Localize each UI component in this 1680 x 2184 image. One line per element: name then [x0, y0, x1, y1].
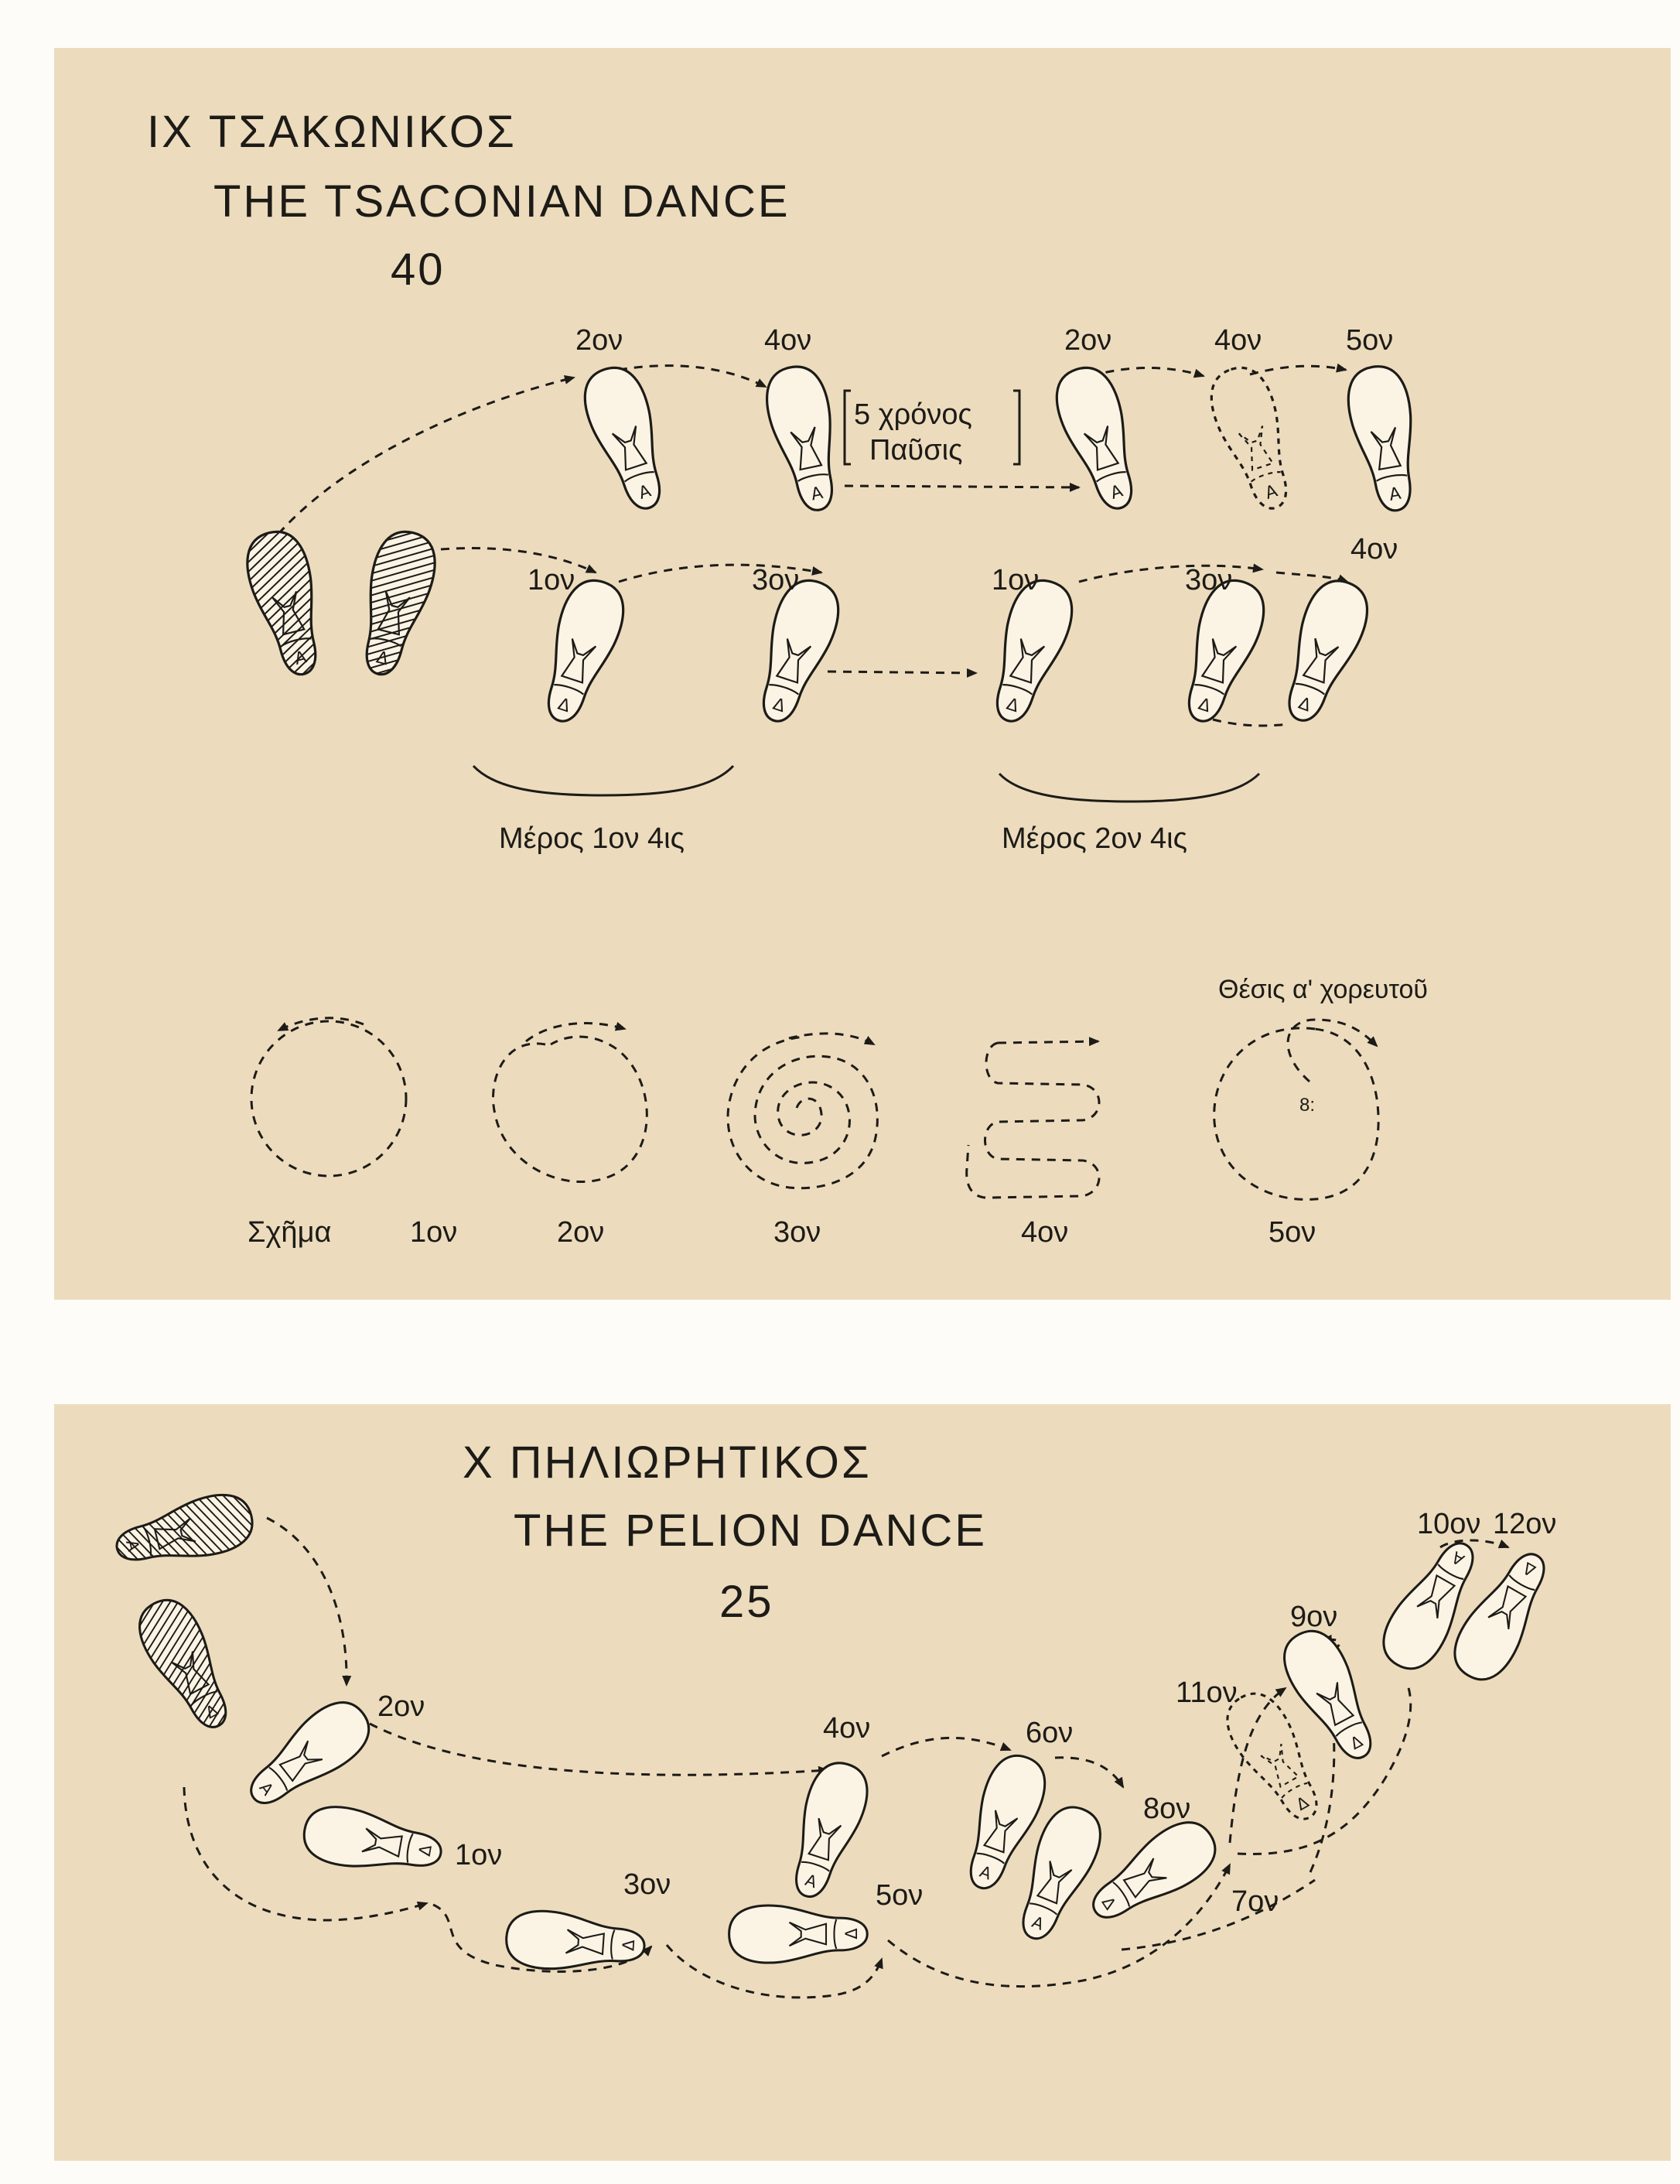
step-2-foot-b: A [1055, 366, 1133, 510]
figure-1-circle [250, 1017, 408, 1177]
pel-label-8: 8ον [1143, 1793, 1190, 1825]
step-10-foot: A [1382, 1542, 1474, 1670]
part-1-label: Μέρος 1ον 4ις [499, 822, 685, 855]
tsa-label-step-3-a: 3ον [752, 564, 799, 596]
pel-label-12: 12ον [1493, 1508, 1556, 1540]
step-2-foot: A [250, 1701, 370, 1804]
pel-label-1: 1ον [455, 1839, 502, 1871]
step-6-foot: A [969, 1755, 1047, 1890]
pel-label-5: 5ον [876, 1879, 923, 1912]
pel-label-11: 11ον [1176, 1676, 1238, 1709]
step-12-foot: Δ [1453, 1553, 1545, 1681]
figure-2-open-circle [492, 1021, 648, 1184]
step-1-foot-a: Δ [547, 579, 625, 723]
step-3-foot-b-letter: Δ [1196, 695, 1213, 716]
figure-label-1: 1ον [410, 1216, 457, 1249]
start-right-foot-letter: A [122, 1538, 143, 1553]
step-5-foot: A [1347, 365, 1412, 512]
step-5-foot: Δ [728, 1904, 869, 1964]
start-left-foot-letter: Δ [374, 648, 391, 669]
tsa-label-step-2-a: 2ον [575, 324, 623, 357]
tsa-label-step-5: 5ον [1346, 324, 1393, 357]
figure-3-spiral [726, 1032, 879, 1190]
pel-label-10: 10ον [1417, 1508, 1480, 1540]
figure-word: Σχῆμα [248, 1216, 331, 1249]
step-2-foot-a: A [583, 366, 661, 510]
step-7-foot: A [1022, 1806, 1101, 1940]
step-3-foot: Δ [505, 1909, 646, 1970]
pel-label-3: 3ον [623, 1868, 671, 1901]
figure-4-serpentine [965, 1037, 1101, 1199]
tsa-label-step-1-b: 1ον [992, 564, 1039, 596]
tsaconian-footprints: A Δ A A A A A Δ Δ Δ Δ Δ [246, 365, 1412, 723]
step-3-foot-b: Δ [1187, 579, 1265, 723]
step-1-foot-a-letter: Δ [555, 695, 572, 716]
step-4-foot-b: A [1210, 366, 1288, 510]
pel-label-4: 4ον [823, 1712, 870, 1745]
tsaconian-title-greek: IX ΤΣΑΚΩΝΙΚΟΣ [147, 107, 517, 157]
start-left-foot: Δ [138, 1598, 227, 1728]
pel-label-6: 6ον [1026, 1717, 1073, 1749]
start-right-foot-letter: A [292, 648, 309, 669]
step-2-foot-a-letter: A [637, 481, 654, 503]
part-1-brace [472, 764, 735, 797]
tsaconian-step-paths [277, 363, 1349, 727]
step-5-foot-letter: Δ [842, 1928, 861, 1940]
step-5-foot-letter: A [1388, 484, 1402, 505]
tsa-label-step-1-a: 1ον [528, 564, 575, 596]
start-left-foot: Δ [365, 530, 436, 676]
pelion-title-greek: X ΠΗΛΙΩΡΗΤΙΚΟΣ [463, 1437, 872, 1488]
tsaconian-number: 40 [391, 244, 446, 295]
figure-label-5: 5ον [1269, 1216, 1316, 1249]
pel-label-2: 2ον [377, 1690, 425, 1723]
pause-duration: 5 χρόνος [854, 398, 972, 431]
figure-label-4: 4ον [1021, 1216, 1068, 1249]
tsa-label-step-2-b: 2ον [1064, 324, 1111, 357]
part-2-brace [998, 772, 1261, 803]
tsaconian-panel [54, 48, 1671, 1300]
pause-bracket: 5 χρόνος Παῦσις [843, 389, 1021, 467]
part-2-label: Μέρος 2ον 4ις [1002, 822, 1187, 855]
pelion-number: 25 [719, 1577, 774, 1627]
step-3-foot-letter: Δ [619, 1939, 638, 1952]
step-9-foot: Δ [1283, 1629, 1372, 1759]
step-1-foot: Δ [302, 1806, 442, 1868]
step-4-foot-b-letter: A [1263, 481, 1280, 503]
tsa-label-step-4-c: 4ον [1350, 533, 1398, 566]
step-1-foot-letter: Δ [415, 1843, 435, 1858]
figure-label-3: 3ον [773, 1216, 821, 1249]
pelion-step-paths [183, 1516, 1510, 1999]
figure-label-2: 2ον [557, 1216, 604, 1249]
step-3-foot-a-letter: Δ [770, 695, 787, 716]
figure-5-circle: 8: [1213, 1018, 1380, 1201]
start-right-foot: A [115, 1493, 254, 1561]
step-1-foot-b-letter: Δ [1004, 695, 1021, 716]
step-2-foot-b-letter: A [1108, 481, 1125, 503]
step-4-foot: A [795, 1762, 869, 1899]
start-right-foot: A [246, 530, 317, 676]
tsa-label-step-4-a: 4ον [764, 324, 811, 357]
step-8-foot: Δ [1092, 1821, 1217, 1919]
step-4-foot-c: Δ [1288, 579, 1369, 722]
step-3-foot-a: Δ [762, 579, 840, 723]
pause-label: Παῦσις [869, 434, 962, 467]
step-4-foot-a-letter: A [809, 484, 825, 505]
step-1-foot-b: Δ [995, 579, 1074, 723]
tsa-label-step-4-b: 4ον [1214, 324, 1262, 357]
step-11-foot-letter: Δ [1293, 1793, 1313, 1814]
step-4-foot-a: A [766, 365, 833, 511]
pelion-title-english: THE PELION DANCE [514, 1506, 987, 1556]
dancer-start-marker: 8: [1299, 1095, 1315, 1116]
dancer-position-label: Θέσις α' χορευτοῦ [1218, 975, 1428, 1004]
pel-label-9: 9ον [1290, 1601, 1337, 1633]
tsa-label-step-3-b: 3ον [1185, 564, 1232, 596]
tsaconian-title-english: THE TSACONIAN DANCE [213, 176, 790, 227]
pel-label-7: 7ον [1231, 1885, 1279, 1918]
